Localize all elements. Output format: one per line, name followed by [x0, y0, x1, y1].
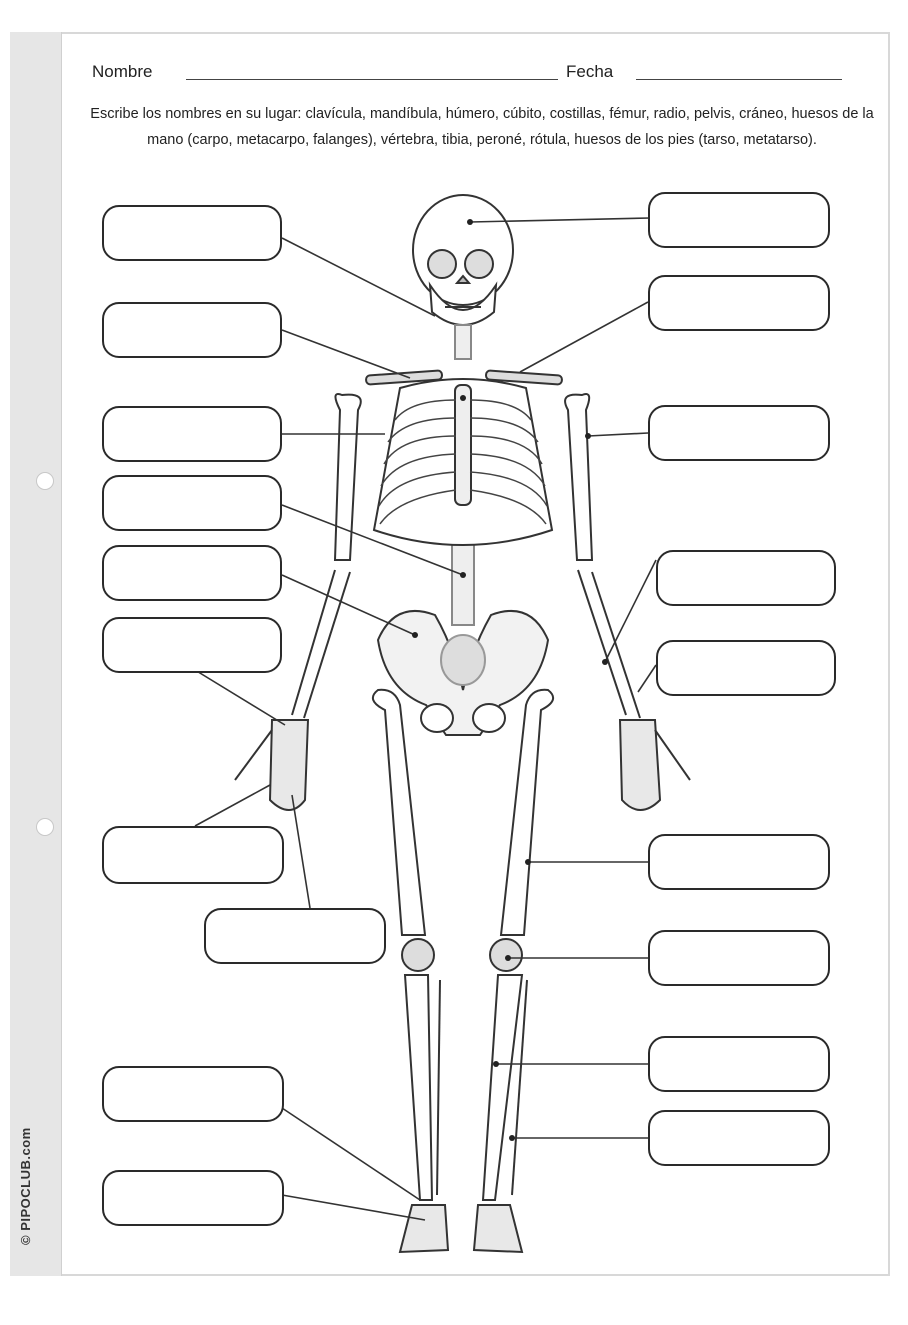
label-box-8[interactable]: [204, 908, 386, 964]
ribcage: [374, 379, 552, 545]
label-box-6[interactable]: [102, 617, 282, 673]
label-box-10[interactable]: [102, 1170, 284, 1226]
label-box-14[interactable]: [656, 550, 836, 606]
label-box-7[interactable]: [102, 826, 284, 884]
label-box-19[interactable]: [648, 1110, 830, 1166]
label-box-2[interactable]: [102, 302, 282, 358]
patellae: [402, 939, 522, 971]
label-box-17[interactable]: [648, 930, 830, 986]
skull: [413, 195, 513, 325]
label-box-13[interactable]: [648, 405, 830, 461]
label-box-3[interactable]: [102, 406, 282, 462]
label-box-5[interactable]: [102, 545, 282, 601]
label-box-4[interactable]: [102, 475, 282, 531]
label-box-12[interactable]: [648, 275, 830, 331]
label-box-11[interactable]: [648, 192, 830, 248]
label-box-16[interactable]: [648, 834, 830, 890]
label-box-15[interactable]: [656, 640, 836, 696]
feet: [400, 1205, 522, 1252]
label-box-1[interactable]: [102, 205, 282, 261]
label-box-9[interactable]: [102, 1066, 284, 1122]
lower-leg-bones: [405, 975, 527, 1200]
label-box-18[interactable]: [648, 1036, 830, 1092]
